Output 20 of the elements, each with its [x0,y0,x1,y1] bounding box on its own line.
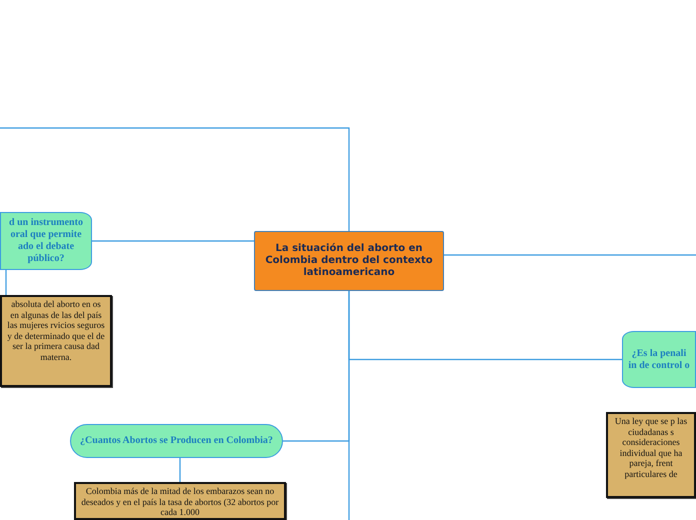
question-box [622,331,696,388]
node-text: Una ley que se p las ciudadanas s consideraciones individual que ha pareja, frent particulares de [614,416,688,479]
node-text: ¿Es la penali in de control o [628,348,690,372]
node-text: absoluta del aborto en os en algunas de las del país las mujeres rvicios seguros y de determinado que el de ser la primera causa dad materna. [7,299,105,362]
node-text: d un instrumento oral que permite ado el debate público? [8,217,84,265]
node-text: ¿Cuantos Abortos se Producen en Colombia? [80,435,273,447]
connector-line [5,270,7,295]
question-box [0,212,92,270]
central-topic-box [254,231,444,291]
connector-line [348,291,350,520]
connector-line [179,458,181,482]
note-box [606,412,696,498]
note-box [0,295,112,387]
question-box [70,424,283,458]
node-text: La situación del aborto en Colombia dentro del contexto latinoamericano [264,243,434,279]
note-box [74,482,286,520]
node-text: Colombia más de la mitad de los embarazos sean no deseados y en el país la tasa de abortos (32 abortos por cada 1.000 [81,486,279,518]
connector-line [444,254,696,256]
connector-line [0,127,350,231]
connector-line [92,240,254,242]
